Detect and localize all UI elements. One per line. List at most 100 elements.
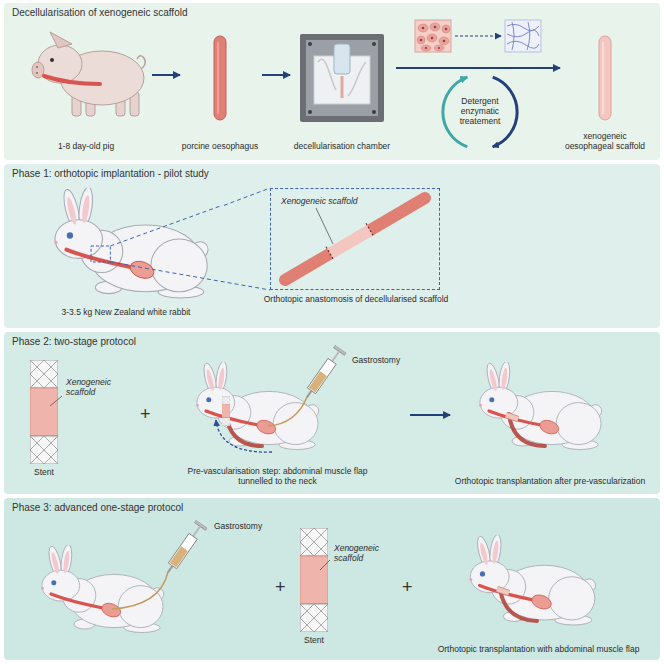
callout-label: Xenogeneic scaffold — [334, 544, 392, 564]
figure-group: GastrostomyPre-vascularisation step: abd… — [170, 343, 410, 490]
oesophagus-tube — [214, 36, 226, 120]
flow-arrow — [396, 67, 560, 69]
chamber-photo — [314, 56, 370, 104]
pig-illustration — [60, 51, 144, 105]
plus-sign: + — [402, 578, 413, 596]
zoom-marker — [91, 246, 110, 262]
gastrostomy-rabbit — [41, 520, 207, 633]
pig-illustration — [72, 92, 81, 116]
figure-group: 1-8 day-old pig — [22, 20, 152, 156]
anastomosis-illustration — [285, 198, 425, 280]
figure-caption: Stent — [14, 468, 74, 478]
callout-label: Gastrostomy — [214, 522, 270, 532]
cells-tissue — [420, 26, 448, 49]
figure-caption: 1-8 day-old pig — [22, 142, 150, 152]
figure-group: Orthotopic transplantation after pre-vas… — [450, 343, 652, 490]
cells-tissue — [425, 47, 427, 49]
gastrostomy-rabbit — [216, 420, 272, 452]
rabbit-illustration — [54, 186, 208, 298]
pig-illustration — [137, 56, 145, 70]
matrix-fibres — [507, 22, 539, 50]
stent-illustration — [30, 360, 62, 464]
oesophagus-tube — [217, 42, 219, 114]
chamber-photo — [341, 76, 344, 98]
panel-band: Decellularisation of xenogeneic scaffold… — [4, 3, 660, 160]
zoom-marker — [110, 205, 222, 246]
figure-caption: porcine oesophagus — [180, 142, 260, 152]
figure-group: Gastrostomy — [22, 516, 272, 656]
cycle-circle: Detergent enzymatic treatement — [446, 78, 514, 146]
cells-tissue — [443, 40, 446, 43]
plus-sign: + — [275, 578, 286, 596]
matrix-fibres — [505, 20, 541, 52]
gastrostomy-rabbit — [226, 414, 262, 446]
cells-tissue — [442, 25, 450, 33]
flow-arrow — [152, 74, 180, 76]
figure-caption: decellularisation chamber — [290, 142, 394, 152]
gastrostomy-rabbit — [112, 572, 168, 609]
transplant-rabbit — [506, 415, 518, 419]
figure-caption: Orthotopic transplantation with abdomina… — [425, 645, 652, 655]
cells-tissue — [421, 45, 431, 51]
stent-illustration — [300, 528, 330, 632]
cells-tissue — [439, 37, 449, 45]
transplant-rabbit — [470, 534, 596, 625]
figure-group: xenogeneic oesophageal scaffold — [560, 28, 652, 156]
anastomosis-illustration — [316, 208, 333, 244]
cells-tissue — [431, 37, 434, 40]
gastrostomy-rabbit — [196, 361, 319, 450]
figure-caption: xenogeneic oesophageal scaffold — [560, 132, 650, 152]
figure-caption: Stent — [290, 636, 338, 646]
transplant-rabbit — [470, 534, 596, 625]
gastrostomy-rabbit — [301, 345, 346, 401]
panel-heading: Phase 1: orthotopic implantation - pilot… — [12, 168, 432, 180]
flow-arrow — [410, 414, 450, 416]
pig-illustration — [36, 72, 38, 74]
panel-ground — [4, 332, 660, 494]
cells-tissue — [422, 27, 425, 30]
cells-tissue — [417, 23, 450, 51]
matrix-fibres — [505, 20, 541, 52]
stent-illustration — [30, 360, 58, 464]
pig-illustration — [38, 45, 82, 83]
cells-tissue — [427, 34, 437, 42]
pig-illustration — [44, 76, 100, 84]
scaffold-tube — [602, 42, 604, 114]
cycle-arrows — [443, 77, 517, 147]
cells-tissue — [434, 26, 437, 29]
flow-arrow — [262, 74, 290, 76]
chamber-photo — [318, 59, 366, 96]
chamber-photo — [308, 42, 312, 46]
pig-illustration — [50, 58, 54, 62]
transplant-rabbit — [479, 361, 602, 450]
anastomosis-illustration — [330, 230, 370, 253]
panel-heading: Decellularisation of xenogeneic scaffold — [12, 7, 432, 19]
figure-group: Orthotopic transplantation with abdomina… — [425, 516, 654, 658]
pig-illustration — [32, 62, 44, 78]
scaffold-tube — [599, 36, 611, 120]
figure-group: 3-3.5 kg New Zealand white rabbit — [30, 186, 224, 322]
anastomosis-illustration — [370, 198, 425, 230]
figure-caption: Orthotopic anastomosis of decellularised… — [251, 295, 461, 305]
figure-group: Xenogeneic scaffoldStent — [14, 352, 126, 488]
chamber-photo — [308, 110, 312, 114]
transplant-rabbit — [497, 589, 509, 593]
panel-band: Phase 3: advanced one-stage protocolGast… — [4, 498, 660, 660]
cells-tissue — [415, 20, 451, 52]
figure-caption: Pre-vascularisation step: abdominal musc… — [180, 467, 375, 487]
gastrostomy-rabbit — [162, 520, 207, 576]
gastrostomy-rabbit — [268, 397, 307, 426]
transplant-rabbit — [509, 414, 545, 446]
inset-box: Xenogeneic scaffoldOrthotopic anastomosi… — [270, 188, 440, 290]
zoom-marker — [110, 262, 270, 290]
anastomosis-illustration — [285, 254, 330, 280]
cells-tissue — [420, 39, 423, 42]
zoom-marker — [91, 205, 270, 290]
process-arrow — [455, 35, 501, 36]
figure-group: decellularisation chamber — [290, 28, 396, 156]
cells-tissue — [418, 24, 428, 32]
chamber-photo — [334, 44, 350, 74]
cells-tissue — [438, 47, 440, 49]
